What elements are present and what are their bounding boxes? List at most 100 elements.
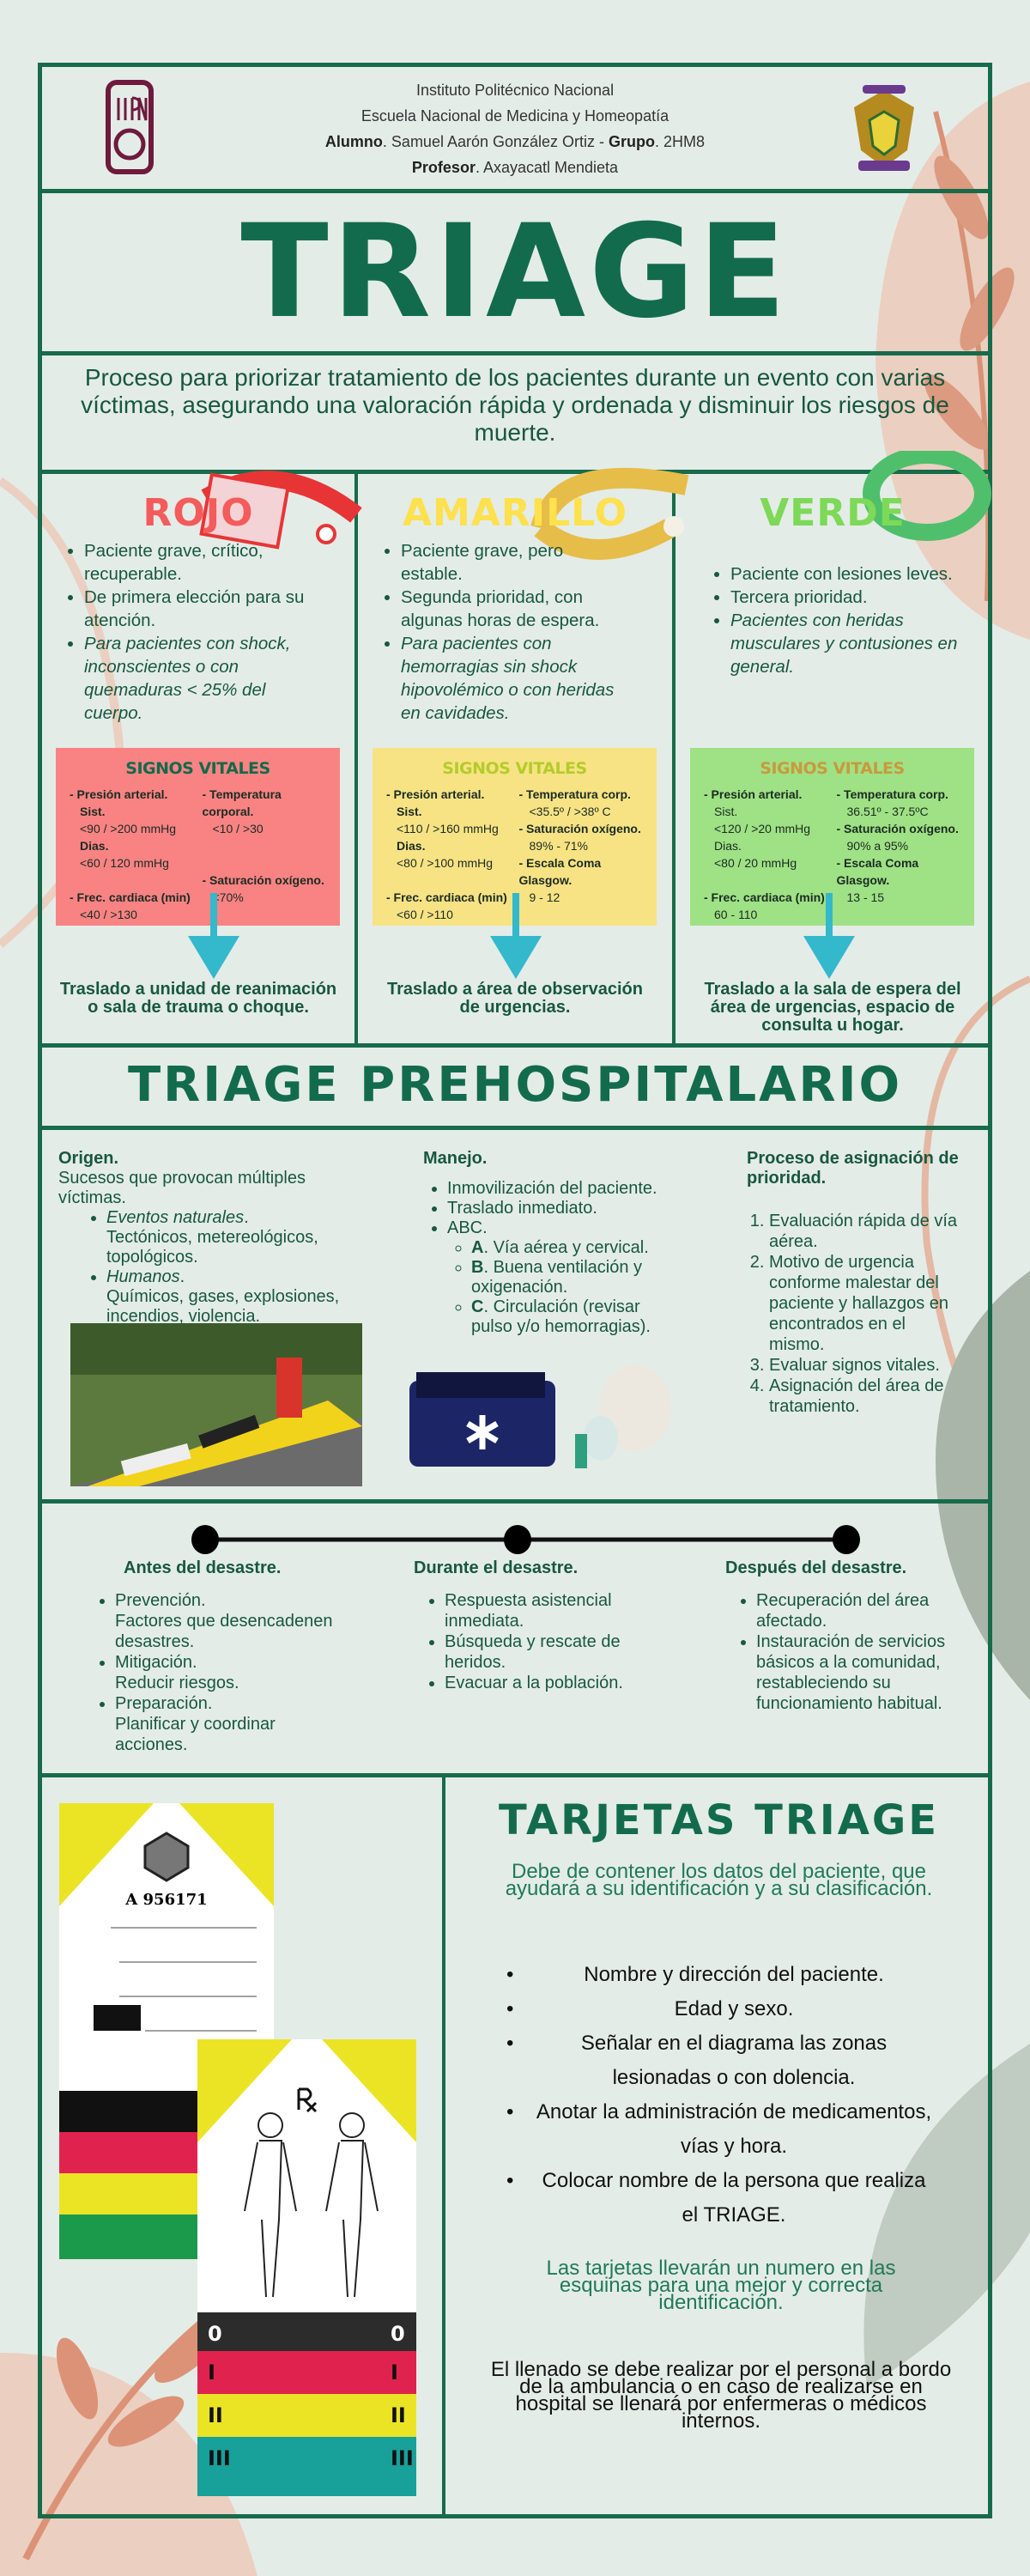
list-item: Colocar nombre de la persona que realiza…: [498, 2164, 936, 2233]
vital-signs-box: SIGNOS VITALES- Presión arterial.Sist.<1…: [690, 748, 974, 926]
vital-sign-line: - Presión arterial.: [70, 787, 168, 801]
transfer-text: Traslado a unidad de reanimación o sala …: [59, 980, 337, 1017]
manejo-heading: Manejo: [423, 1149, 482, 1168]
vital-sign-line: - Temperatura corporal.: [202, 787, 282, 818]
list-item: Segunda prioridad, con algunas horas de …: [401, 586, 626, 632]
list-item: Nombre y dirección del paciente.: [498, 1958, 936, 1992]
vital-sign-line: Dias.: [80, 839, 109, 853]
gray-blob-right: [936, 1271, 1030, 1700]
timeline-heading: Después del desastre.: [725, 1558, 907, 1577]
proceso-heading: Proceso de asignación de prioridad: [747, 1149, 959, 1188]
vital-sign-line: - Saturación oxígeno.: [518, 822, 641, 835]
divider: [38, 470, 992, 474]
vital-sign-line: [203, 837, 327, 854]
step-item: Asignación del área de tratamiento.: [769, 1376, 961, 1417]
vital-signs-column: - Temperatura corporal.<10 / >30- Satura…: [203, 786, 327, 923]
abc-letter: B: [471, 1258, 484, 1277]
vital-sign-line: [70, 872, 194, 889]
list-item: Preparación.Planificar y coordinar accio…: [115, 1693, 342, 1755]
timeline-dot: [833, 1525, 860, 1554]
list-item: ABC. A. Vía aérea y cervical. B. Buena v…: [447, 1218, 698, 1337]
vital-sign-line: - Temperatura corp.: [518, 787, 631, 801]
down-arrow-icon: [188, 893, 239, 979]
vital-signs-title: SIGNOS VITALES: [125, 759, 270, 778]
card-level-label: I: [391, 2360, 398, 2385]
vital-sign-line: - Escala Coma Glasgow.: [836, 856, 919, 887]
item-title: Preparación.: [115, 1694, 213, 1713]
origen-heading: Origen: [58, 1149, 114, 1168]
list-item: Paciente grave, crítico, recuperable.: [84, 539, 309, 586]
vital-signs-column: - Presión arterial.Sist.<110 / >160 mmHg…: [386, 786, 511, 923]
divider: [38, 1499, 992, 1504]
list-item: Respuesta asistencial inmediata.: [445, 1590, 671, 1631]
vital-signs-column: - Temperatura corp.36.51º - 37.5ºC- Satu…: [837, 786, 961, 923]
list-item: Búsqueda y rescate de heridos.: [445, 1631, 671, 1673]
item-title: Mitigación.: [115, 1653, 197, 1672]
vital-sign-line: <60 / 120 mmHg: [80, 856, 169, 870]
list-item: Anotar la administración de medicamentos…: [498, 2095, 936, 2164]
student-name: . Samuel Aarón González Ortiz -: [382, 133, 609, 150]
category-bullets: Paciente grave, pero estable.Segunda pri…: [377, 539, 626, 725]
timeline-line: [191, 1525, 860, 1554]
abc-text: . Circulación (revisar pulso y/o hemorra…: [471, 1297, 651, 1336]
vital-sign-line: <80 / >100 mmHg: [397, 856, 494, 870]
vital-sign-line: <70%: [212, 890, 244, 904]
institution-name: Instituto Politécnico Nacional: [415, 82, 615, 99]
vital-sign-line: Sist.: [714, 805, 738, 818]
category-bullets: Paciente con lesiones leves.Tercera prio…: [706, 562, 964, 678]
tarjetas-footer: El llenado se debe realizar por el perso…: [490, 2358, 952, 2433]
vital-sign-line: 89% - 71%: [529, 839, 588, 853]
divider: [38, 189, 992, 193]
proceso-section: Proceso de asignación de prioridad. Eval…: [747, 1149, 961, 1417]
vital-sign-line: Sist.: [80, 805, 106, 818]
list-item: Tercera prioridad.: [730, 586, 964, 609]
vital-sign-line: Dias.: [397, 839, 426, 853]
item-text: ABC.: [447, 1218, 488, 1237]
down-arrow-icon: [490, 893, 542, 979]
abc-letter: A: [471, 1238, 484, 1257]
list-item: Para pacientes con shock, inconscientes …: [84, 632, 309, 725]
item-label: Humanos: [106, 1267, 180, 1286]
ipn-logo: [106, 80, 154, 174]
vital-sign-line: - Temperatura corp.: [836, 787, 948, 801]
category-title: VERDE: [760, 491, 906, 535]
card-level-label: 0: [208, 2322, 222, 2346]
card-level-label: I: [208, 2360, 215, 2385]
divider: [38, 1126, 992, 1130]
card-level-label: II: [391, 2403, 406, 2427]
abc-item: C. Circulación (revisar pulso y/o hemorr…: [471, 1297, 651, 1337]
list-item: Evacuar a la población.: [445, 1673, 671, 1693]
vital-sign-line: - Frec. cardiaca (min): [70, 890, 191, 904]
item-title: Búsqueda y rescate de heridos.: [445, 1632, 621, 1672]
vital-sign-line: 9 - 12: [529, 890, 560, 904]
list-item: Paciente grave, pero estable.: [401, 539, 626, 586]
rx-icon: [297, 2087, 318, 2113]
category-title: ROJO: [142, 491, 254, 535]
tarjetas-title: TARJETAS TRIAGE: [498, 1796, 940, 1844]
professor-line: Profesor. Axayacatl Mendieta: [258, 155, 772, 180]
arrows: [188, 893, 855, 979]
timeline-column: Antes del desastre.Prevención.Factores q…: [84, 1558, 342, 1755]
list-item: Para pacientes con hemorragias sin shock…: [401, 632, 626, 725]
vital-sign-line: [203, 854, 327, 872]
abc-letter: C: [471, 1297, 484, 1316]
card-level-label: II: [208, 2403, 223, 2427]
group-value: . 2HM8: [655, 133, 706, 150]
step-item: Motivo de urgencia conforme malestar del…: [769, 1252, 961, 1355]
list-item: Traslado inmediato.: [447, 1199, 698, 1218]
divider: [672, 471, 676, 1045]
timeline-dot: [504, 1525, 531, 1554]
abc-text: . Vía aérea y cervical.: [483, 1238, 649, 1257]
vital-sign-line: <40 / >130: [80, 908, 137, 921]
yellow-wristband-image: [530, 467, 689, 560]
description: Proceso para priorizar tratamiento de lo…: [81, 364, 949, 446]
vital-sign-line: 90% a 95%: [846, 839, 909, 853]
vital-sign-line: Dias.: [714, 839, 742, 853]
item-title: Prevención.: [115, 1591, 206, 1610]
vital-sign-line: [704, 872, 828, 889]
category-bullets: Paciente grave, crítico, recuperable.De …: [60, 539, 309, 725]
vital-sign-line: - Presión arterial.: [704, 787, 803, 801]
